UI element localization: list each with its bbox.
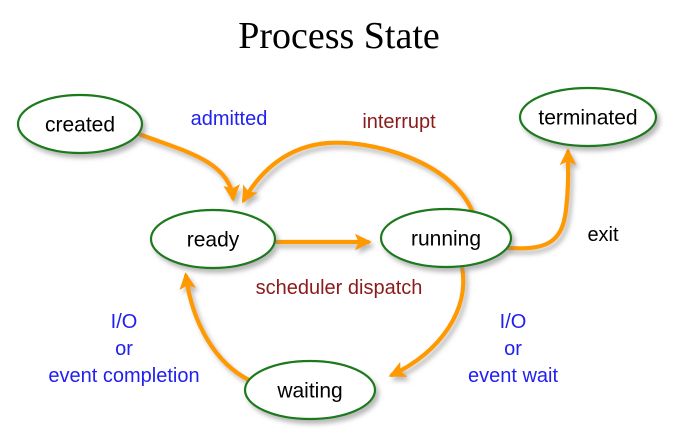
edge-admitted xyxy=(136,131,240,202)
node-running-label: running xyxy=(411,228,481,251)
nodes-layer: created terminated ready running waiting xyxy=(16,86,658,421)
node-running-ellipse[interactable] xyxy=(379,207,513,269)
node-ready-ellipse[interactable] xyxy=(149,208,277,270)
edge-label-admitted: admitted xyxy=(191,108,268,130)
edge-label-io-event-completion: I/O or event completion xyxy=(48,311,199,387)
edge-label-interrupt: interrupt xyxy=(362,111,436,133)
node-ready[interactable]: ready xyxy=(149,208,277,270)
edge-label-io-event-wait-line-2: or xyxy=(504,338,522,360)
edge-label-scheduler-dispatch: scheduler dispatch xyxy=(256,277,423,299)
node-terminated-ellipse[interactable] xyxy=(518,86,658,148)
node-waiting[interactable]: waiting xyxy=(243,359,377,421)
edges-layer xyxy=(136,131,577,384)
edge-labels-layer: admitted interrupt scheduler dispatch ex… xyxy=(48,108,619,387)
node-ready-label: ready xyxy=(187,229,240,252)
node-terminated[interactable]: terminated xyxy=(518,86,658,148)
node-waiting-ellipse[interactable] xyxy=(243,359,377,421)
edge-io-event-completion xyxy=(179,272,254,384)
edge-interrupt xyxy=(241,140,476,216)
node-running[interactable]: running xyxy=(379,207,513,269)
edge-label-io-event-completion-line-3: event completion xyxy=(48,365,199,387)
node-terminated-label: terminated xyxy=(538,107,637,130)
edge-io-event-wait xyxy=(388,264,466,378)
edge-label-io-event-wait: I/O or event wait xyxy=(468,311,558,387)
edge-exit xyxy=(505,148,577,251)
edge-label-io-event-wait-line-3: event wait xyxy=(468,365,558,387)
node-created-ellipse[interactable] xyxy=(16,93,144,155)
edge-label-io-event-completion-line-2: or xyxy=(115,338,133,360)
edge-label-exit: exit xyxy=(587,224,619,246)
node-waiting-label: waiting xyxy=(276,380,342,403)
node-created[interactable]: created xyxy=(16,93,144,155)
edge-label-io-event-completion-line-1: I/O xyxy=(111,311,138,333)
edge-label-io-event-wait-line-1: I/O xyxy=(500,311,527,333)
page-title: Process State xyxy=(238,15,440,57)
node-created-label: created xyxy=(45,114,115,137)
